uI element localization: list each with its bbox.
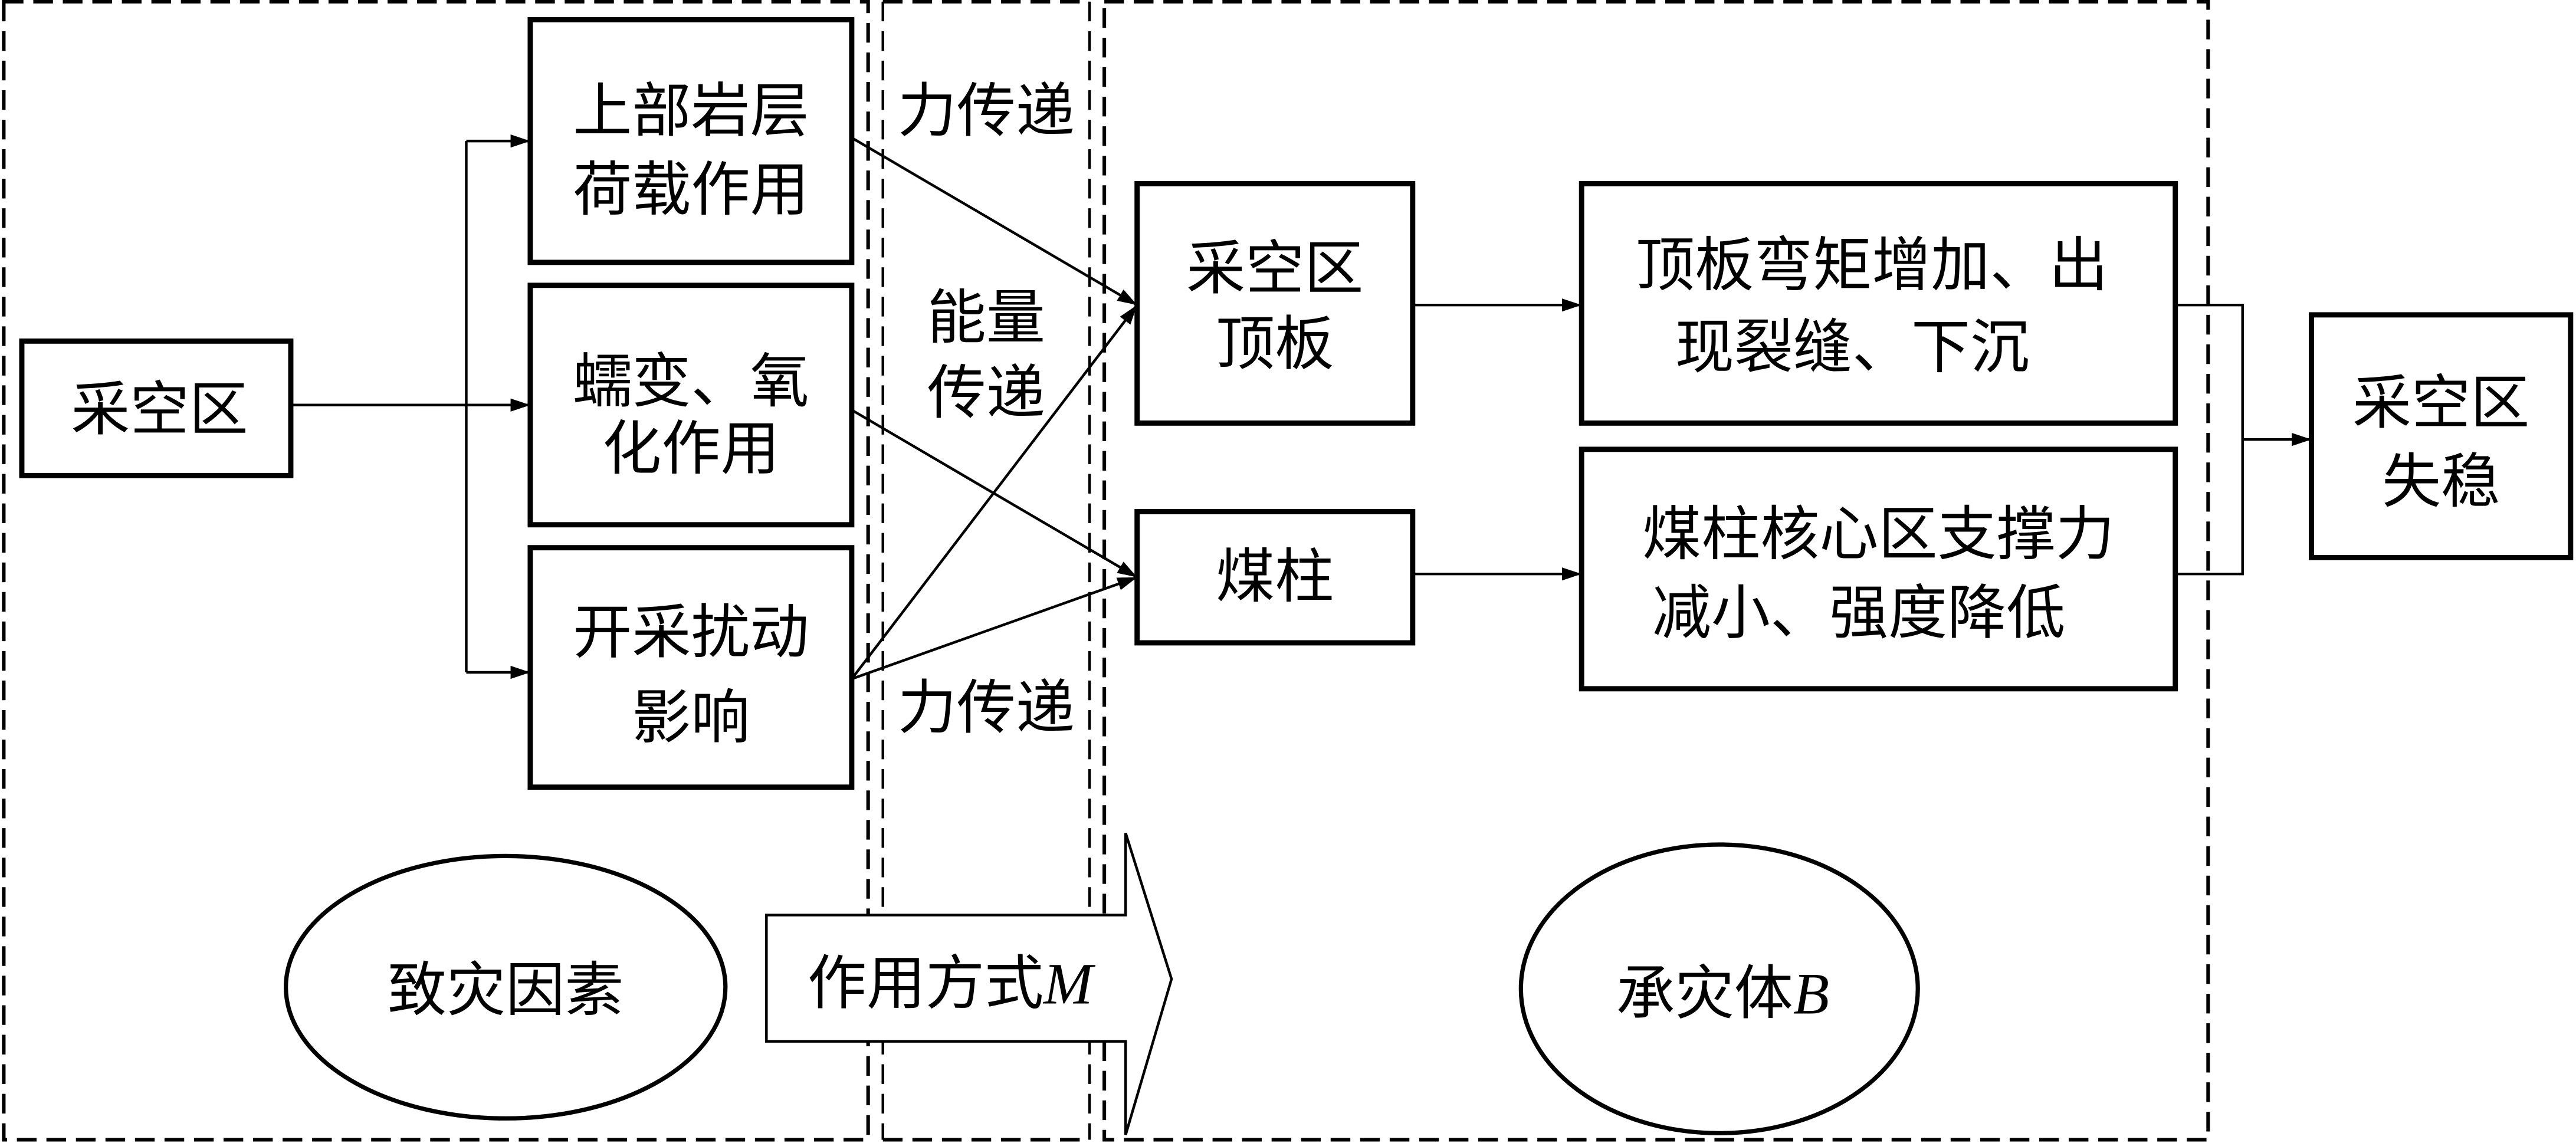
force-transfer-label-top: 力传递 — [898, 76, 1075, 145]
factor-node-creep-oxidation: 蠕变、氧 化作用 — [527, 283, 855, 528]
hazard-factors-region — [2, 0, 870, 1142]
effect-label-line: 煤柱核心区支撑力 — [1642, 500, 2115, 569]
source-branch-connectors — [290, 134, 530, 679]
energy-transfer-label-line: 能量 — [927, 283, 1045, 352]
result-label-line: 失稳 — [2382, 447, 2500, 516]
arrow-overburden-to-roof — [851, 136, 1138, 307]
body-label-line: 顶板 — [1216, 309, 1334, 378]
factor-label-line: 蠕变、氧 — [573, 347, 809, 416]
factor-label-line: 化作用 — [602, 414, 779, 483]
factor-node-mining-disturbance: 开采扰动 影响 — [527, 545, 855, 790]
force-transfer-label-bottom: 力传递 — [898, 674, 1075, 743]
transfer-arrows — [851, 136, 1138, 681]
body-node-goaf-roof: 采空区 顶板 — [1134, 180, 1416, 426]
hazard-factors-ellipse: 致灾因素 — [284, 853, 728, 1121]
hazard-factors-label: 致灾因素 — [388, 955, 624, 1024]
result-label-line: 采空区 — [2352, 368, 2529, 437]
source-label: 采空区 — [71, 375, 248, 444]
action-mode-symbol: M — [1042, 951, 1095, 1017]
effect-label-line: 现裂缝、下沉 — [1675, 313, 2029, 382]
body-label-line: 煤柱 — [1216, 542, 1334, 611]
action-mode-text: 作用方式 — [808, 949, 1043, 1018]
factor-node-overburden-load: 上部岩层 荷载作用 — [527, 17, 855, 265]
hazard-bearing-body-ellipse: 承灾体B — [1518, 842, 1920, 1135]
hazard-bearing-body-label: 承灾体B — [1616, 958, 1829, 1027]
body-node-coal-pillar: 煤柱 — [1134, 509, 1416, 646]
energy-transfer-label-line: 传递 — [927, 359, 1045, 428]
action-mode-label: 作用方式M — [808, 949, 1095, 1018]
effect-label-line: 减小、强度降低 — [1652, 578, 2066, 647]
factor-label-line: 开采扰动 — [573, 598, 809, 667]
effect-node-roof-failure: 顶板弯矩增加、出 现裂缝、下沉 — [1579, 180, 2178, 426]
effect-node-pillar-weakening: 煤柱核心区支撑力 减小、强度降低 — [1579, 446, 2178, 692]
factor-label-line: 上部岩层 — [573, 76, 809, 145]
arrow-disturbance-to-roof — [851, 304, 1138, 680]
hazard-bearing-region — [1102, 0, 2210, 1142]
effect-label-line: 顶板弯矩增加、出 — [1636, 231, 2108, 300]
action-mode-block-arrow: 作用方式M — [765, 832, 1173, 1135]
factor-label-line: 荷载作用 — [573, 155, 809, 224]
merge-connector — [2175, 303, 2312, 576]
factor-label-line: 影响 — [632, 683, 750, 752]
hazard-bearing-body-text: 承灾体 — [1616, 958, 1793, 1027]
body-label-line: 采空区 — [1186, 234, 1363, 303]
result-node-goaf-instability: 采空区 失稳 — [2309, 312, 2574, 560]
arrow-disturbance-to-pillar — [851, 576, 1138, 681]
source-node: 采空区 — [19, 338, 294, 478]
hazard-bearing-body-symbol: B — [1793, 961, 1829, 1026]
